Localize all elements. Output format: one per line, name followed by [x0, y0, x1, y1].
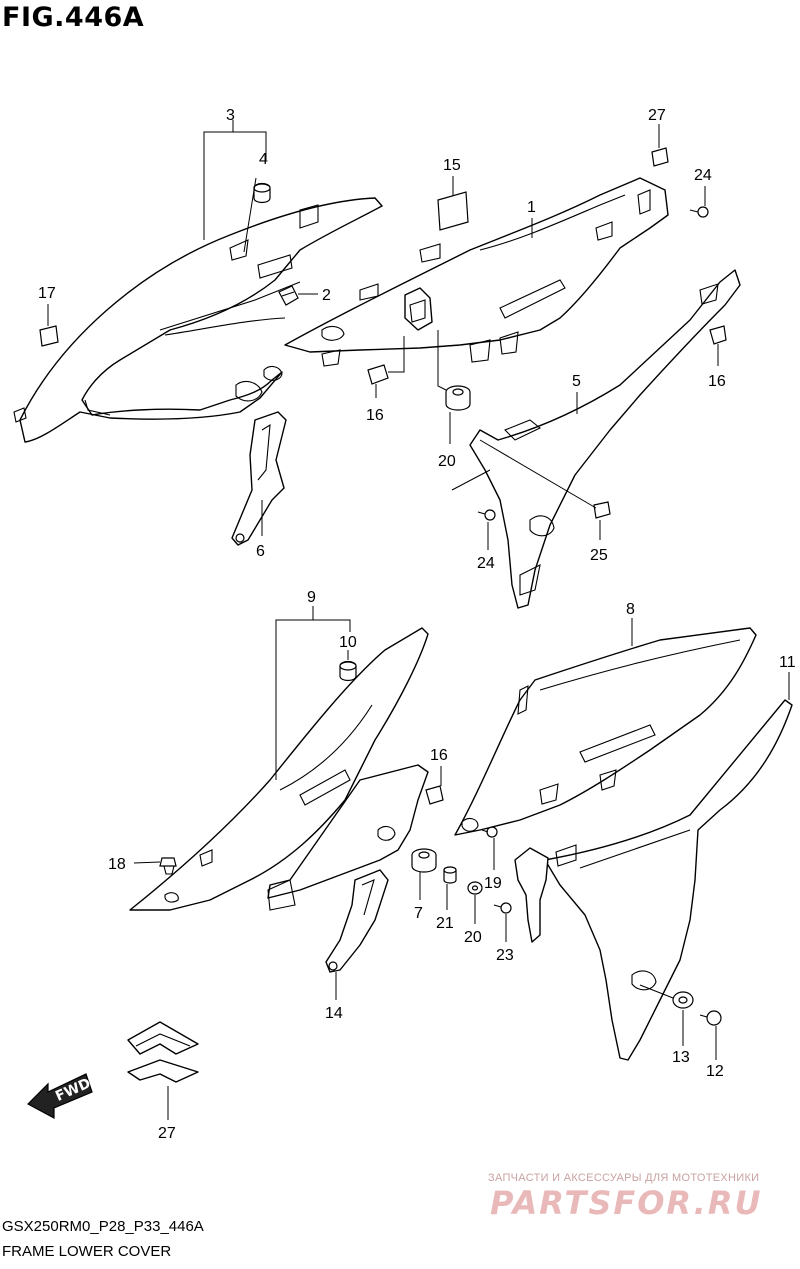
- callout-16-left: 16: [366, 407, 384, 424]
- part-17-pad[interactable]: [39, 325, 59, 347]
- part-16-clip-lower[interactable]: [425, 785, 444, 805]
- callout-12: 12: [706, 1063, 724, 1080]
- part-9-inner-panel[interactable]: [267, 764, 429, 911]
- part-16-clip-right[interactable]: [709, 325, 727, 345]
- callout-13: 13: [672, 1049, 690, 1066]
- callout-26: 27: [648, 107, 666, 124]
- part-21-collar[interactable]: [443, 866, 457, 884]
- callout-7: 7: [414, 905, 423, 922]
- callout-25: 25: [590, 547, 608, 564]
- figure-title: FIG.446A: [2, 2, 145, 33]
- callout-22: 20: [438, 453, 456, 470]
- part-1-center-cover[interactable]: [284, 177, 669, 367]
- part-12-screw[interactable]: [699, 1010, 722, 1026]
- part-11-right-side-panel[interactable]: [544, 699, 793, 1061]
- callout-5: 5: [572, 373, 581, 390]
- part-16-clip-left[interactable]: [367, 364, 389, 385]
- part-27-emblem[interactable]: [127, 1021, 199, 1083]
- leader-lines: [47, 120, 790, 1120]
- callout-15: 15: [443, 157, 461, 174]
- part-5-lower-side-panel[interactable]: [469, 269, 741, 609]
- callout-11: 11: [779, 654, 796, 671]
- bracket-right-mount: [514, 847, 549, 943]
- part-13-grommet[interactable]: [672, 991, 694, 1009]
- part-24-screw-lower[interactable]: [477, 509, 496, 521]
- callout-17: 17: [38, 285, 56, 302]
- part-3-left-upper-cover[interactable]: [13, 197, 383, 443]
- callout-24-lower: 24: [477, 555, 495, 572]
- watermark-logo: PARTSFOR.RU: [490, 1184, 763, 1222]
- callout-21: 21: [436, 915, 454, 932]
- part-14-bracket[interactable]: [325, 869, 389, 973]
- callout-24-upper: 24: [694, 167, 712, 184]
- part-24-screw-upper[interactable]: [689, 206, 709, 218]
- callout-14: 14: [325, 1005, 343, 1022]
- part-6-bracket[interactable]: [231, 411, 287, 546]
- part-20-washer[interactable]: [467, 881, 483, 895]
- part-9-left-lower-cover[interactable]: [129, 627, 429, 911]
- callout-23: 23: [496, 947, 514, 964]
- callout-27: 27: [158, 1125, 176, 1142]
- part-15-label[interactable]: [437, 191, 469, 231]
- part-22-grommet[interactable]: [445, 385, 471, 411]
- callout-4: 4: [259, 151, 268, 168]
- part-2-clip[interactable]: [278, 285, 299, 306]
- figure-code: GSX250RM0_P28_P33_446A: [2, 1218, 204, 1235]
- callout-9: 9: [307, 589, 316, 606]
- part-4-grommet[interactable]: [253, 182, 271, 204]
- part-23-screw[interactable]: [493, 902, 512, 914]
- callout-19: 19: [484, 875, 502, 892]
- callout-labels: 3 4 2 17 6 15 1 27 24 16 16 20 5 25 24 9…: [38, 107, 796, 1142]
- callout-18: 18: [108, 856, 126, 873]
- part-7-grommet[interactable]: [411, 848, 437, 873]
- part-18-fastener[interactable]: [159, 857, 177, 875]
- callout-3: 3: [226, 107, 235, 124]
- callout-20: 20: [464, 929, 482, 946]
- forward-arrow-icon: FWD: [27, 1073, 93, 1120]
- callout-1: 1: [527, 199, 536, 216]
- watermark-caption: ЗАПЧАСТИ И АКСЕССУАРЫ ДЛЯ МОТОТЕХНИКИ: [488, 1172, 760, 1184]
- callout-16-right: 16: [708, 373, 726, 390]
- callout-8: 8: [626, 601, 635, 618]
- part-10-grommet[interactable]: [339, 660, 357, 682]
- callout-10: 10: [339, 634, 357, 651]
- part-26-pad[interactable]: [651, 147, 669, 167]
- bracket-upper-mount: [404, 287, 433, 331]
- figure-name: FRAME LOWER COVER: [2, 1243, 172, 1260]
- callout-6: 6: [256, 543, 265, 560]
- callout-16-lower: 16: [430, 747, 448, 764]
- part-25-pad[interactable]: [593, 501, 611, 519]
- callout-2: 2: [322, 287, 331, 304]
- part-8-right-lower-cover[interactable]: [454, 627, 757, 836]
